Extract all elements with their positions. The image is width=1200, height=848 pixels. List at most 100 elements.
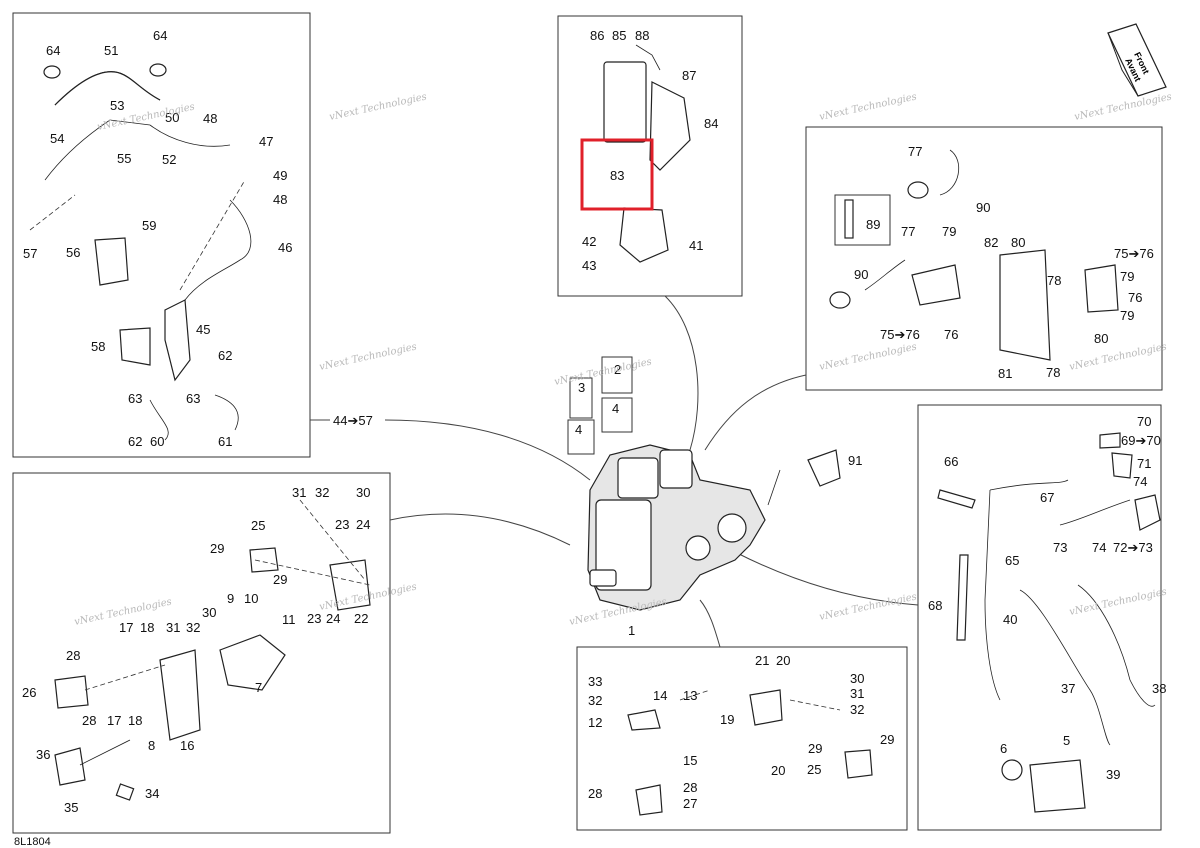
label-part-47: 47 (259, 134, 273, 149)
label-part-19: 19 (720, 712, 734, 727)
label-part-82: 82 (984, 235, 998, 250)
label-part-15: 15 (683, 753, 697, 768)
label-part-63-b: 63 (186, 391, 200, 406)
label-part-32-a: 32 (315, 485, 329, 500)
label-part-3: 3 (578, 380, 585, 395)
label-part-8: 8 (148, 738, 155, 753)
front-direction-badge: Front Avant (1107, 23, 1167, 97)
label-part-70: 70 (1137, 414, 1151, 429)
watermark-7: vNext Technologies (818, 342, 917, 373)
label-part-20-a: 20 (776, 653, 790, 668)
label-part-90-b: 90 (854, 267, 868, 282)
label-part-75-76-b: 75➔76 (880, 327, 920, 342)
watermark-13: vNext Technologies (1068, 587, 1167, 618)
label-part-53: 53 (110, 98, 124, 113)
label-part-50: 50 (165, 110, 179, 125)
label-part-24-a: 24 (356, 517, 370, 532)
label-part-4-b: 4 (575, 422, 582, 437)
label-part-57: 57 (23, 246, 37, 261)
label-part-30-a: 30 (356, 485, 370, 500)
panel-starter-mounts (12, 472, 391, 834)
label-part-22: 22 (354, 611, 368, 626)
label-part-29-a: 29 (210, 541, 224, 556)
label-part-32-c: 32 (588, 693, 602, 708)
label-part-30-b: 30 (202, 605, 216, 620)
label-part-58: 58 (91, 339, 105, 354)
label-part-21: 21 (755, 653, 769, 668)
watermark-3: vNext Technologies (318, 342, 417, 373)
label-part-87: 87 (682, 68, 696, 83)
engine-mount-parts (627, 689, 873, 816)
starter-mount-parts (54, 499, 371, 801)
label-part-17-b: 17 (107, 713, 121, 728)
label-part-86: 86 (590, 28, 604, 43)
label-part-80-a: 80 (1011, 235, 1025, 250)
label-part-89: 89 (866, 217, 880, 232)
watermark-12: vNext Technologies (818, 592, 917, 623)
label-part-33: 33 (588, 674, 602, 689)
label-part-84: 84 (704, 116, 718, 131)
label-part-1: 1 (628, 623, 635, 638)
label-part-14: 14 (653, 688, 667, 703)
label-part-32-d: 32 (850, 702, 864, 717)
label-part-30-c: 30 (850, 671, 864, 686)
label-part-71: 71 (1137, 456, 1151, 471)
label-part-9: 9 (227, 591, 234, 606)
label-part-7: 7 (255, 680, 262, 695)
label-part-31-a: 31 (292, 485, 306, 500)
label-part-29-b: 29 (273, 572, 287, 587)
label-part-67: 67 (1040, 490, 1054, 505)
label-part-61: 61 (218, 434, 232, 449)
label-part-6: 6 (1000, 741, 1007, 756)
label-part-69-70: 69➔70 (1121, 433, 1161, 448)
label-part-48-a: 48 (203, 111, 217, 126)
label-part-46: 46 (278, 240, 292, 255)
label-part-85: 85 (612, 28, 626, 43)
label-part-36: 36 (36, 747, 50, 762)
label-part-18-a: 18 (140, 620, 154, 635)
label-part-68: 68 (928, 598, 942, 613)
label-part-78-b: 78 (1046, 365, 1060, 380)
label-part-81: 81 (998, 366, 1012, 381)
label-part-17-a: 17 (119, 620, 133, 635)
label-part-10: 10 (244, 591, 258, 606)
label-part-41: 41 (689, 238, 703, 253)
label-part-75-76-a: 75➔76 (1114, 246, 1154, 261)
label-part-91: 91 (848, 453, 862, 468)
watermark-6: vNext Technologies (1073, 92, 1172, 123)
label-part-27: 27 (683, 796, 697, 811)
label-part-63-a: 63 (128, 391, 142, 406)
label-part-28-a: 28 (66, 648, 80, 663)
label-part-76-a: 76 (1128, 290, 1142, 305)
label-part-42: 42 (582, 234, 596, 249)
highlight-box-part-83 (580, 138, 654, 211)
label-part-52: 52 (162, 152, 176, 167)
cooling-hoses-parts (29, 63, 252, 441)
panel-engine-mounts (576, 646, 908, 831)
panel-cooling-hoses (12, 12, 311, 458)
label-part-28-c: 28 (683, 780, 697, 795)
label-part-5: 5 (1063, 733, 1070, 748)
label-part-35: 35 (64, 800, 78, 815)
label-part-26: 26 (22, 685, 36, 700)
label-part-78-a: 78 (1047, 273, 1061, 288)
label-part-28-b: 28 (82, 713, 96, 728)
label-part-34: 34 (145, 786, 159, 801)
ecm-parts (603, 44, 691, 263)
label-part-12: 12 (588, 715, 602, 730)
watermark-1: vNext Technologies (328, 92, 427, 123)
label-part-29-c: 29 (880, 732, 894, 747)
label-part-59: 59 (142, 218, 156, 233)
label-part-25-b: 25 (807, 762, 821, 777)
label-part-18-b: 18 (128, 713, 142, 728)
label-part-51: 51 (104, 43, 118, 58)
watermark-8: vNext Technologies (1068, 342, 1167, 373)
label-part-2: 2 (614, 362, 621, 377)
label-part-38: 38 (1152, 681, 1166, 696)
label-part-4-a: 4 (612, 401, 619, 416)
label-part-77-b: 77 (901, 224, 915, 239)
label-part-88: 88 (635, 28, 649, 43)
label-part-62-a: 62 (218, 348, 232, 363)
label-part-79-a: 79 (942, 224, 956, 239)
